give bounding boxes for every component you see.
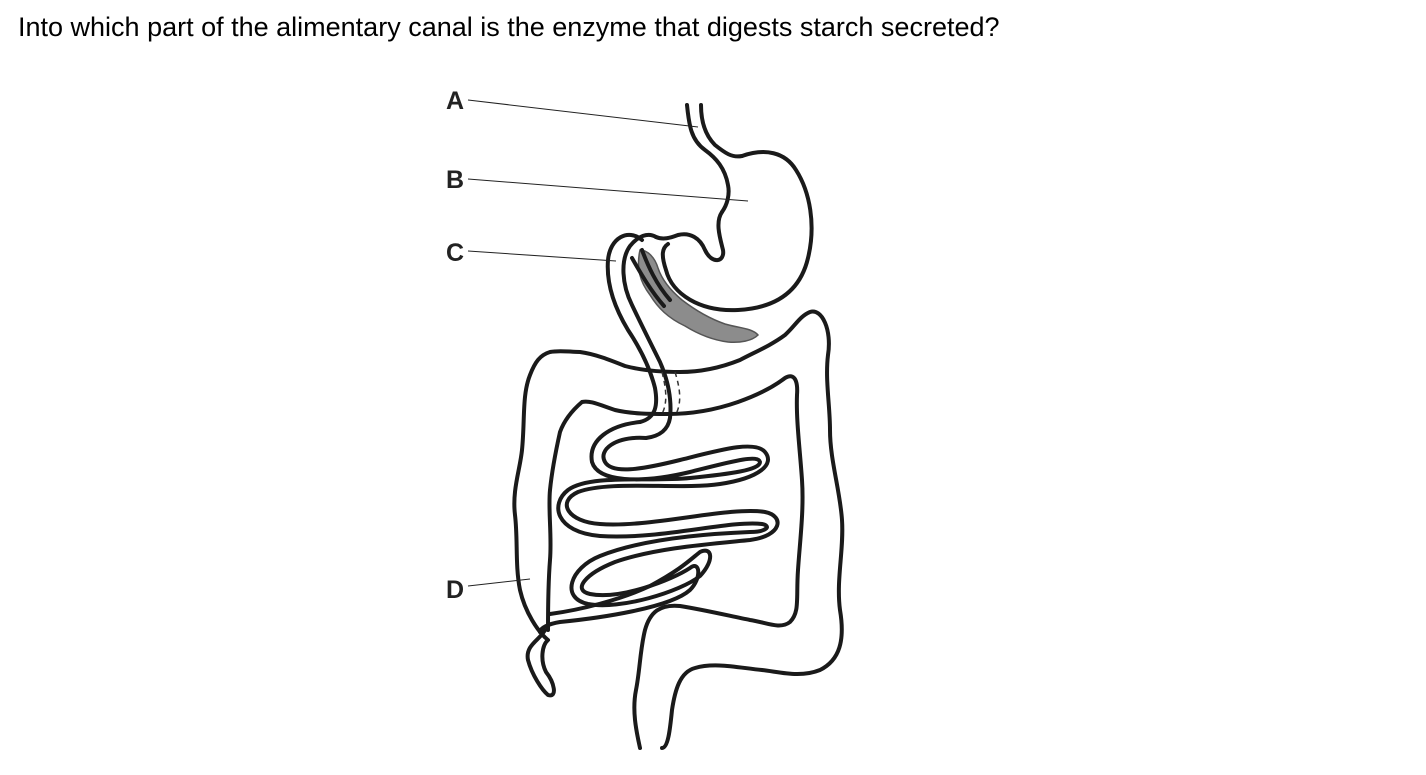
small-intestine	[538, 420, 780, 634]
label-b: B	[446, 166, 749, 202]
duodenum	[605, 232, 673, 440]
label-b-text: B	[446, 166, 464, 194]
label-a: A	[446, 87, 699, 128]
label-c: C	[446, 239, 617, 267]
label-c-text: C	[446, 239, 464, 267]
large-intestine	[512, 309, 845, 750]
label-d: D	[446, 576, 531, 604]
label-c-leader	[467, 250, 617, 262]
label-a-leader	[467, 99, 699, 128]
oesophagus	[685, 103, 744, 214]
label-a-text: A	[446, 87, 464, 115]
label-b-leader	[467, 178, 749, 202]
stomach	[654, 150, 814, 313]
label-d-text: D	[446, 576, 464, 604]
pancreas	[637, 249, 760, 343]
question-text: Into which part of the alimentary canal …	[18, 12, 1000, 42]
label-d-leader	[467, 578, 531, 587]
